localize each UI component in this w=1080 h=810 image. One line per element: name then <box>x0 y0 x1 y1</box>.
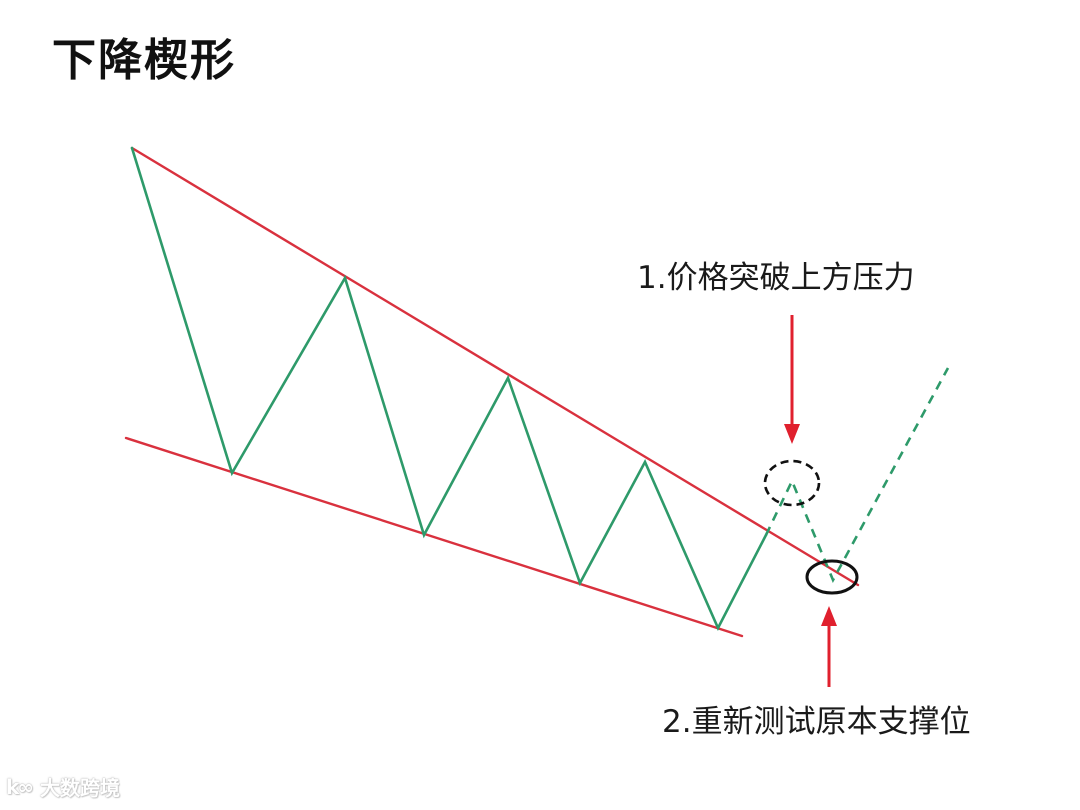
breakout-dashed-circle-marker <box>763 459 821 507</box>
lower-support-trendline <box>124 436 744 638</box>
retest-ellipse-marker <box>805 559 859 595</box>
up-arrow-icon <box>821 606 837 687</box>
watermark-logo-icon: k∞ <box>6 774 34 799</box>
watermark: k∞ 大数跨境 <box>6 772 120 801</box>
upper-resistance-trendline <box>130 146 860 587</box>
down-arrow-icon <box>784 315 800 444</box>
watermark-text: 大数跨境 <box>39 776 120 800</box>
diagram-title: 下降楔形 <box>52 35 236 86</box>
price-path-solid <box>130 146 768 632</box>
breakout-annotation-label: 1.价格突破上方压力 <box>637 260 915 296</box>
retest-annotation-label: 2.重新测试原本支撑位 <box>662 704 971 740</box>
price-path-projected <box>764 367 950 584</box>
